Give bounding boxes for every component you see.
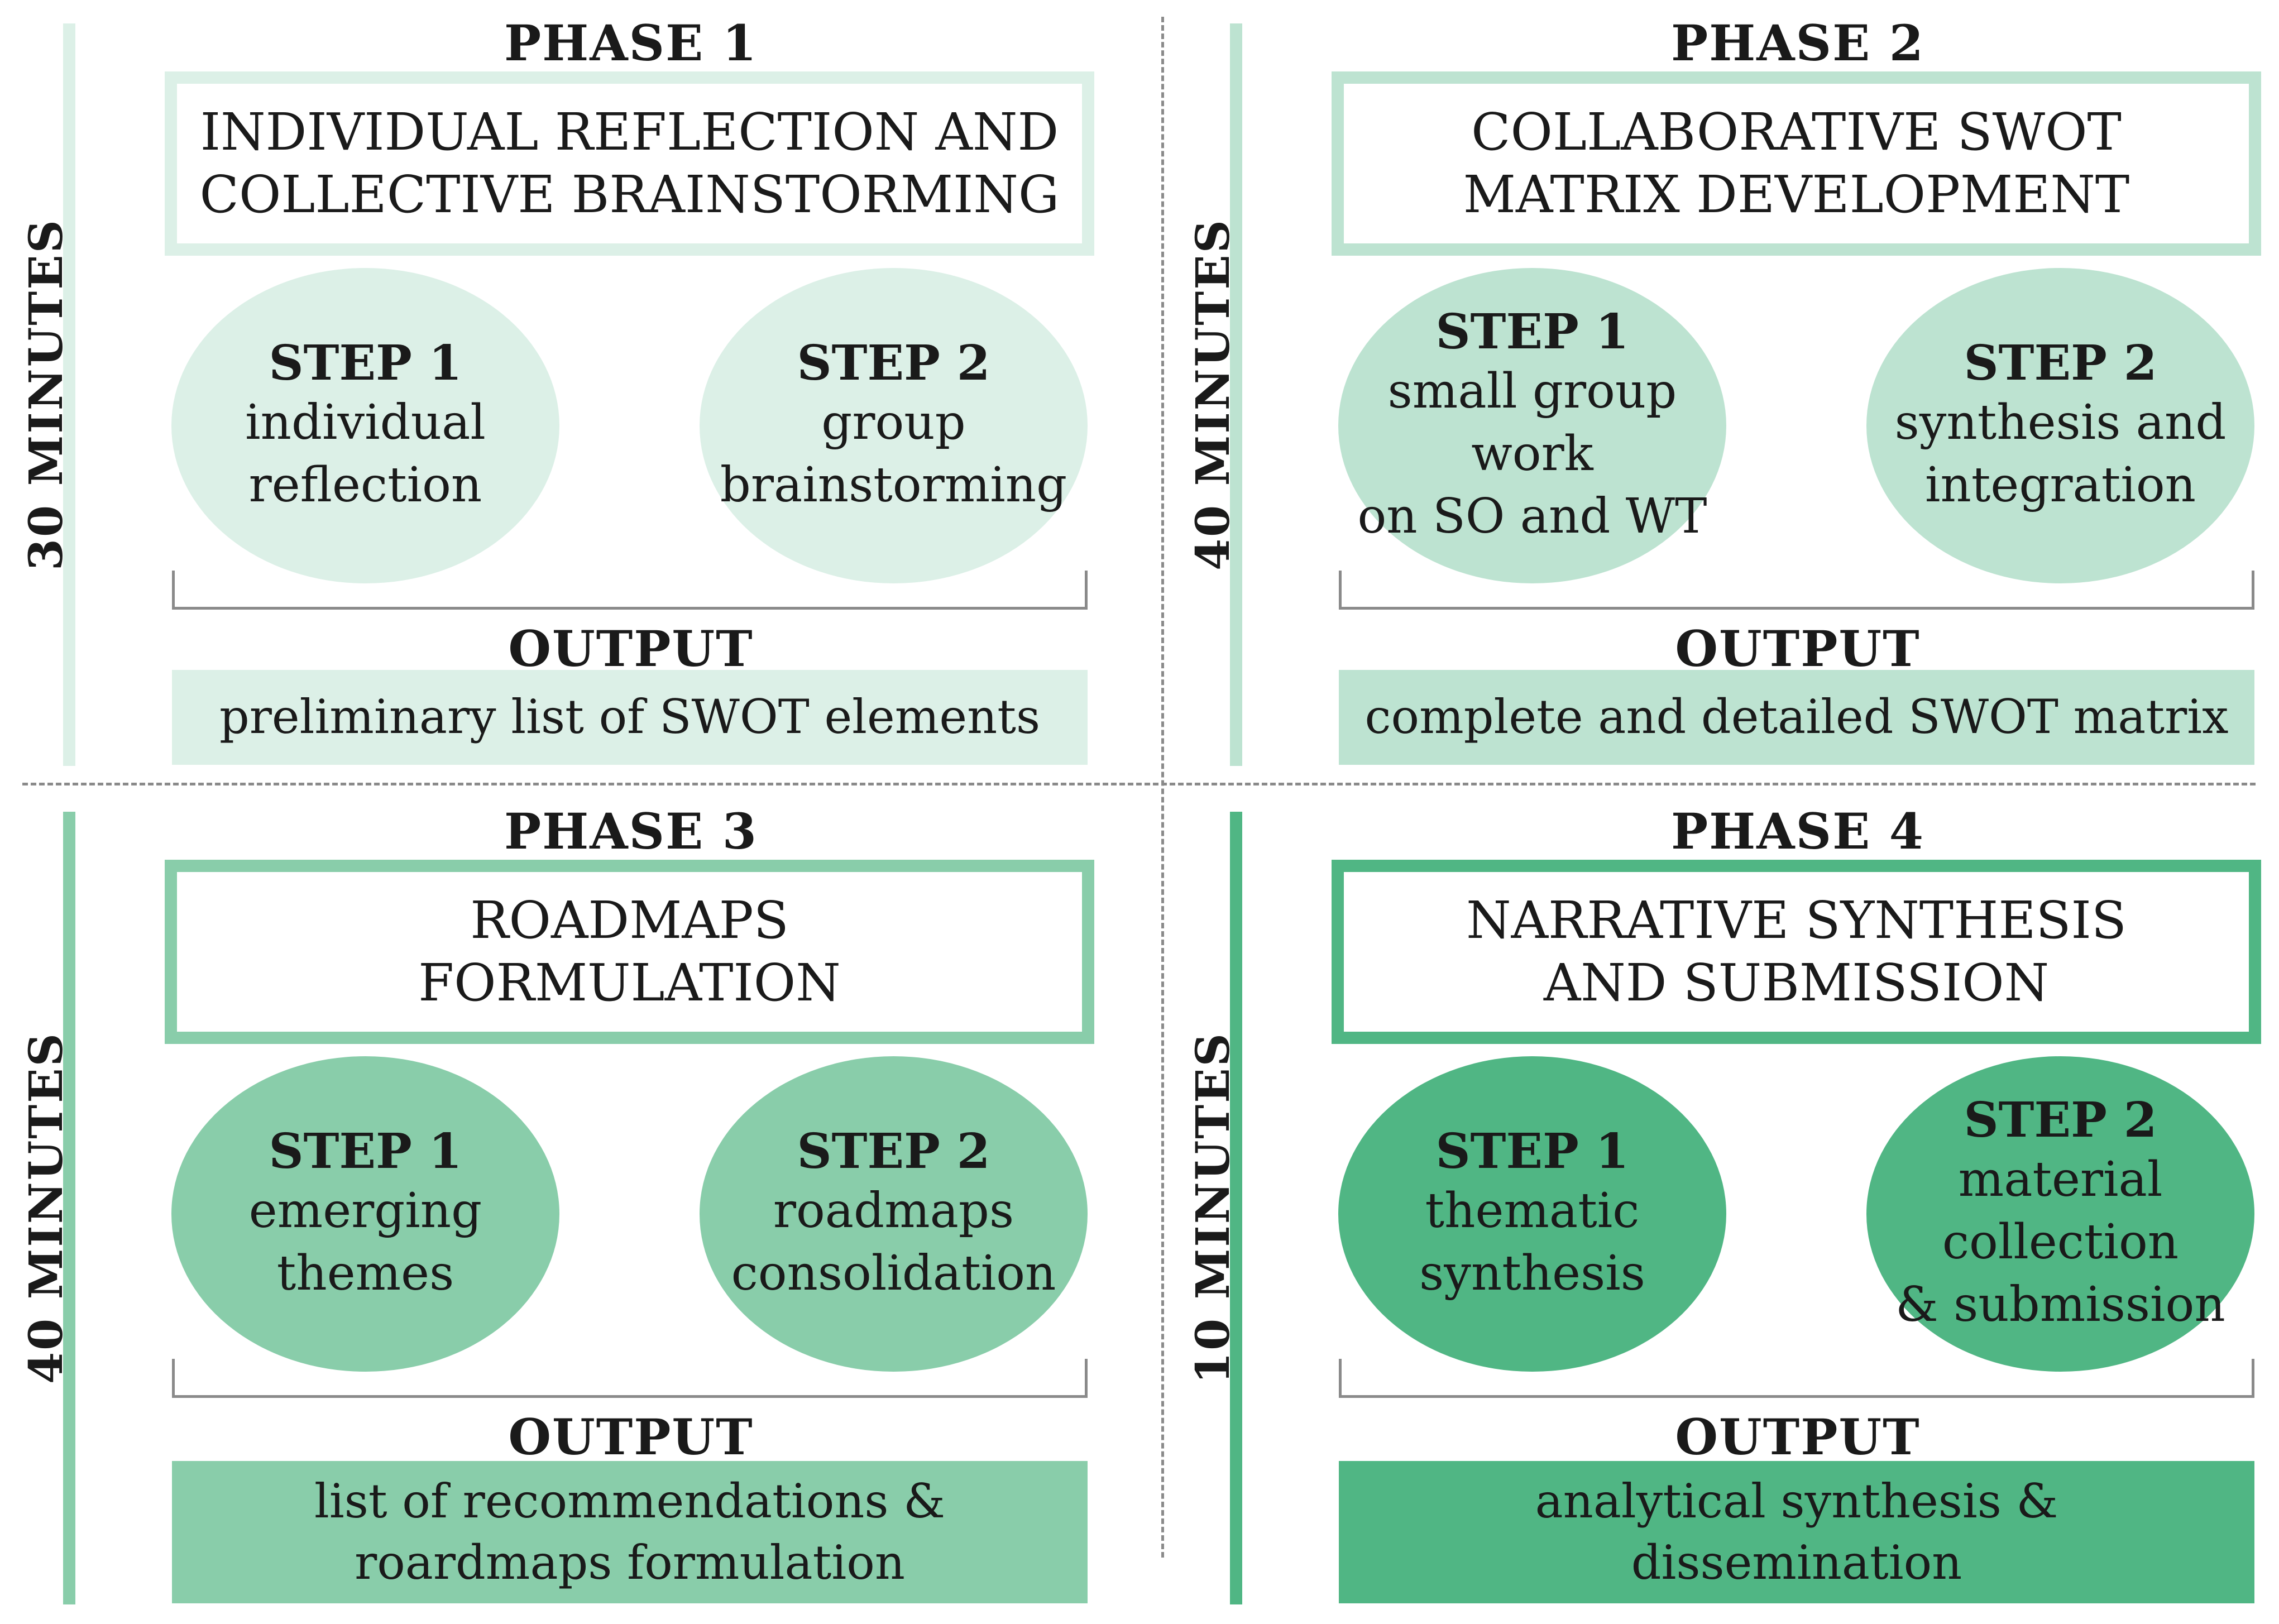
step-1-ellipse: STEP 1 individual reflection — [171, 268, 559, 583]
step-1-ellipse: STEP 1 small group work on SO and WT — [1338, 268, 1726, 583]
step-1-label: STEP 1 — [269, 1123, 462, 1180]
phase-title-box: NARRATIVE SYNTHESIS AND SUBMISSION — [1332, 860, 2261, 1044]
output-label: OUTPUT — [508, 620, 754, 678]
output-text: preliminary list of SWOT elements — [219, 689, 1041, 745]
step-1-text: thematic synthesis — [1419, 1183, 1645, 1302]
output-label: OUTPUT — [508, 1408, 754, 1466]
phase-label: PHASE 3 — [504, 802, 758, 860]
output-box: complete and detailed SWOT matrix — [1339, 670, 2254, 765]
phase-duration-bar — [1230, 23, 1242, 766]
phase-label: PHASE 2 — [1670, 14, 1925, 72]
output-label: OUTPUT — [1675, 1408, 1921, 1466]
step-2-text: roadmaps consolidation — [731, 1183, 1056, 1302]
step-2-text: group brainstorming — [720, 395, 1067, 514]
phase-title: COLLABORATIVE SWOT MATRIX DEVELOPMENT — [1463, 102, 2130, 224]
phase-duration-bar — [63, 812, 75, 1604]
step-2-label: STEP 2 — [1964, 1092, 2157, 1149]
step-1-text: individual reflection — [245, 395, 486, 514]
step-2-text: synthesis and integration — [1894, 395, 2227, 514]
step-1-label: STEP 1 — [1435, 1123, 1629, 1180]
phase-duration: 10 MINUTES — [1186, 1032, 1240, 1385]
output-box: preliminary list of SWOT elements — [172, 670, 1088, 765]
step-2-text: material collection & submission — [1895, 1152, 2225, 1333]
step-1-text: small group work on SO and WT — [1357, 363, 1707, 544]
phase-duration-bar — [63, 23, 75, 766]
output-text: analytical synthesis & dissemination — [1535, 1474, 2058, 1590]
output-bracket — [1339, 571, 2254, 610]
phase-4-panel: 10 MINUTES PHASE 4 NARRATIVE SYNTHESIS A… — [1167, 788, 2279, 1604]
phase-title-box: INDIVIDUAL REFLECTION AND COLLECTIVE BRA… — [165, 71, 1094, 256]
phase-title-box: COLLABORATIVE SWOT MATRIX DEVELOPMENT — [1332, 71, 2261, 256]
step-1-ellipse: STEP 1 emerging themes — [171, 1056, 559, 1372]
phase-title-box: ROADMAPS FORMULATION — [165, 860, 1094, 1044]
phase-title: ROADMAPS FORMULATION — [418, 890, 841, 1013]
phase-2-panel: 40 MINUTES PHASE 2 COLLABORATIVE SWOT MA… — [1167, 0, 2279, 779]
output-bracket — [172, 571, 1088, 610]
step-1-ellipse: STEP 1 thematic synthesis — [1338, 1056, 1726, 1372]
vertical-divider — [1161, 17, 1164, 1558]
output-box: analytical synthesis & dissemination — [1339, 1461, 2254, 1603]
phase-1-panel: 30 MINUTES PHASE 1 INDIVIDUAL REFLECTION… — [0, 0, 1139, 779]
horizontal-divider — [22, 783, 2256, 785]
step-2-ellipse: STEP 2 group brainstorming — [700, 268, 1088, 583]
step-1-label: STEP 1 — [269, 335, 462, 392]
phase-label: PHASE 1 — [504, 14, 758, 72]
output-bracket — [1339, 1359, 2254, 1398]
phase-duration: 40 MINUTES — [20, 1032, 73, 1385]
output-box: list of recommendations & roardmaps form… — [172, 1461, 1088, 1603]
step-1-text: emerging themes — [248, 1183, 482, 1302]
output-text: list of recommendations & roardmaps form… — [314, 1474, 945, 1590]
step-2-ellipse: STEP 2 roadmaps consolidation — [700, 1056, 1088, 1372]
phase-title: INDIVIDUAL REFLECTION AND COLLECTIVE BRA… — [199, 102, 1060, 224]
output-label: OUTPUT — [1675, 620, 1921, 678]
step-2-label: STEP 2 — [797, 1123, 990, 1180]
step-2-label: STEP 2 — [797, 335, 990, 392]
phase-title: NARRATIVE SYNTHESIS AND SUBMISSION — [1466, 890, 2127, 1013]
phase-duration: 30 MINUTES — [20, 218, 73, 571]
phase-duration: 40 MINUTES — [1186, 218, 1240, 571]
step-1-label: STEP 1 — [1435, 304, 1629, 361]
output-bracket — [172, 1359, 1088, 1398]
phase-label: PHASE 4 — [1670, 802, 1925, 860]
step-2-label: STEP 2 — [1964, 335, 2157, 392]
step-2-ellipse: STEP 2 material collection & submission — [1866, 1056, 2254, 1372]
output-text: complete and detailed SWOT matrix — [1364, 689, 2229, 745]
phase-duration-bar — [1230, 812, 1242, 1604]
step-2-ellipse: STEP 2 synthesis and integration — [1866, 268, 2254, 583]
phase-3-panel: 40 MINUTES PHASE 3 ROADMAPS FORMULATION … — [0, 788, 1139, 1604]
